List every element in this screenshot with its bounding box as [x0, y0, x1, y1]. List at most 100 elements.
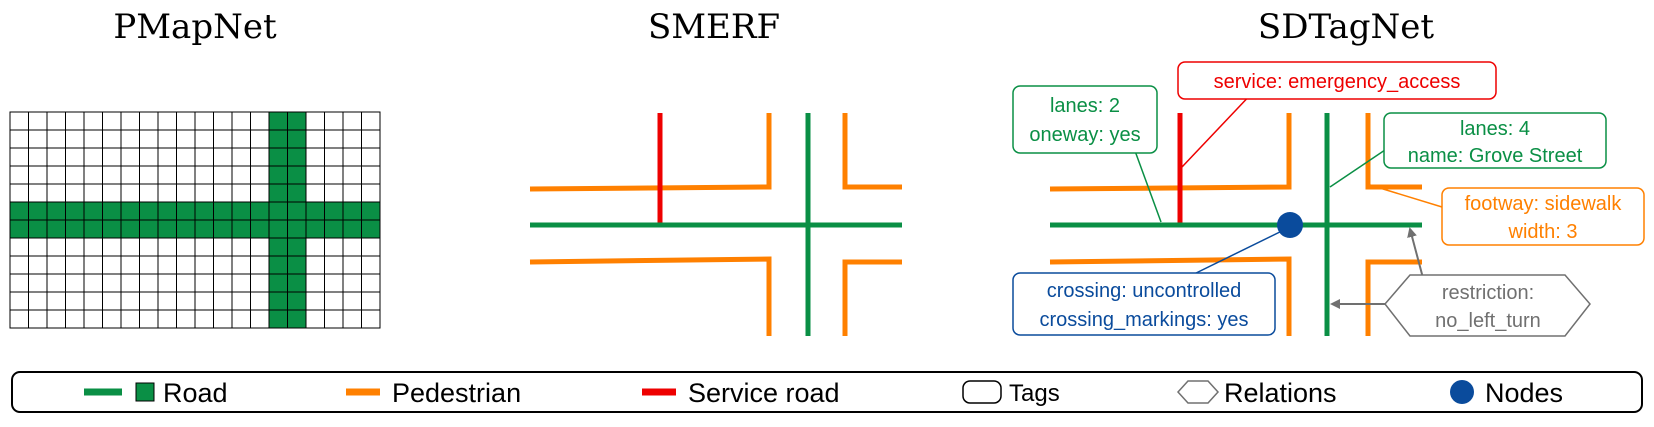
- legend-tags-icon: [962, 380, 1002, 404]
- grid-cell-road: [213, 219, 233, 239]
- grid-cell-road: [287, 111, 307, 131]
- grid-cell-empty: [120, 309, 140, 329]
- grid-cell-empty: [324, 129, 344, 149]
- grid-cell-empty: [305, 147, 325, 167]
- grid-cell-road: [46, 201, 66, 221]
- grid-cell-empty: [324, 291, 344, 311]
- tag-crossing-line1: crossing: uncontrolled: [1047, 280, 1242, 302]
- tag-lanes-4-line2: name: Grove Street: [1408, 145, 1583, 167]
- grid-cell-empty: [102, 309, 122, 329]
- grid-cell-road: [268, 183, 288, 203]
- grid-cell-empty: [139, 291, 159, 311]
- grid-cell-empty: [342, 165, 362, 185]
- relation-arrow-up: [1407, 227, 1424, 279]
- grid-cell-road: [157, 219, 177, 239]
- grid-cell-road: [83, 219, 103, 239]
- grid-cell-road: [9, 201, 29, 221]
- grid-cell-road: [287, 147, 307, 167]
- tag-lanes-4: lanes: 4 name: Grove Street: [1383, 112, 1607, 169]
- grid-cell-empty: [324, 165, 344, 185]
- grid-cell-empty: [213, 147, 233, 167]
- grid-cell-road: [287, 165, 307, 185]
- grid-cell-empty: [28, 273, 48, 293]
- tag-lanes-2-box: [1012, 85, 1158, 154]
- grid-cell-empty: [120, 255, 140, 275]
- grid-cell-empty: [194, 165, 214, 185]
- grid-cell-empty: [28, 183, 48, 203]
- grid-cell-empty: [157, 147, 177, 167]
- grid-cell-empty: [28, 309, 48, 329]
- grid-cell-empty: [139, 165, 159, 185]
- tag-footway-line2: width: 3: [1508, 221, 1578, 243]
- grid-cell-empty: [250, 129, 270, 149]
- grid-cell-empty: [157, 291, 177, 311]
- grid-cell-empty: [305, 183, 325, 203]
- grid-cell-empty: [9, 309, 29, 329]
- grid-cell-road: [268, 255, 288, 275]
- grid-cell-empty: [46, 111, 66, 131]
- grid-cell-empty: [102, 111, 122, 131]
- tag-crossing-line2: crossing_markings: yes: [1040, 309, 1249, 331]
- grid-cell-empty: [176, 237, 196, 257]
- grid-cell-empty: [176, 291, 196, 311]
- grid-cell-empty: [250, 255, 270, 275]
- grid-cell-empty: [83, 291, 103, 311]
- grid-cell-empty: [342, 237, 362, 257]
- grid-cell-road: [157, 201, 177, 221]
- grid-cell-empty: [120, 129, 140, 149]
- legend: Road Pedestrian Service road Tags Relati…: [11, 371, 1643, 413]
- grid-cell-empty: [213, 129, 233, 149]
- grid-cell-empty: [194, 255, 214, 275]
- grid-cell-empty: [120, 237, 140, 257]
- grid-cell-road: [287, 237, 307, 257]
- tag-service-text: service: emergency_access: [1214, 71, 1461, 93]
- grid-cell-empty: [65, 129, 85, 149]
- grid-cell-empty: [157, 111, 177, 131]
- title-sdtagnet: SDTagNet: [1258, 7, 1434, 47]
- grid-cell-road: [28, 201, 48, 221]
- grid-cell-empty: [176, 111, 196, 131]
- legend-service-label: Service road: [688, 378, 840, 408]
- relation-hexagon: [1384, 274, 1591, 337]
- grid-cell-empty: [176, 309, 196, 329]
- sdtagnet-node: [1277, 212, 1303, 238]
- grid-cell-empty: [139, 111, 159, 131]
- smerf-polylines: [529, 113, 902, 336]
- grid-cell-empty: [361, 183, 381, 203]
- grid-cell-empty: [46, 183, 66, 203]
- grid-cell-empty: [83, 183, 103, 203]
- grid-cell-empty: [324, 255, 344, 275]
- grid-cell-empty: [139, 183, 159, 203]
- grid-cell-road: [268, 111, 288, 131]
- grid-cell-empty: [9, 147, 29, 167]
- grid-cell-empty: [157, 309, 177, 329]
- grid-cell-road: [287, 309, 307, 329]
- legend-road-label: Road: [163, 378, 228, 408]
- tag-service: service: emergency_access: [1177, 61, 1497, 100]
- connector-service: [1181, 89, 1256, 168]
- sdtagnet-pedestrian-bottom-right: [1365, 259, 1422, 336]
- grid-cell-empty: [324, 147, 344, 167]
- grid-cell-empty: [250, 111, 270, 131]
- grid-cell-empty: [361, 255, 381, 275]
- grid-cell-empty: [83, 273, 103, 293]
- grid-cell-empty: [28, 291, 48, 311]
- grid-cell-empty: [324, 183, 344, 203]
- grid-cell-empty: [9, 255, 29, 275]
- grid-cell-empty: [83, 255, 103, 275]
- grid-cell-empty: [231, 255, 251, 275]
- connector-crossing: [1189, 226, 1291, 277]
- legend-tags-label: Tags: [1009, 380, 1060, 407]
- legend-nodes-label: Nodes: [1485, 378, 1563, 408]
- grid-cell-road: [361, 219, 381, 239]
- grid-cell-empty: [46, 165, 66, 185]
- grid-cell-empty: [324, 111, 344, 131]
- grid-cell-empty: [139, 129, 159, 149]
- grid-cell-road: [342, 219, 362, 239]
- grid-cell-road: [305, 201, 325, 221]
- grid-cell-empty: [28, 237, 48, 257]
- grid-cell-empty: [194, 273, 214, 293]
- grid-cell-road: [287, 219, 307, 239]
- grid-cell-empty: [213, 255, 233, 275]
